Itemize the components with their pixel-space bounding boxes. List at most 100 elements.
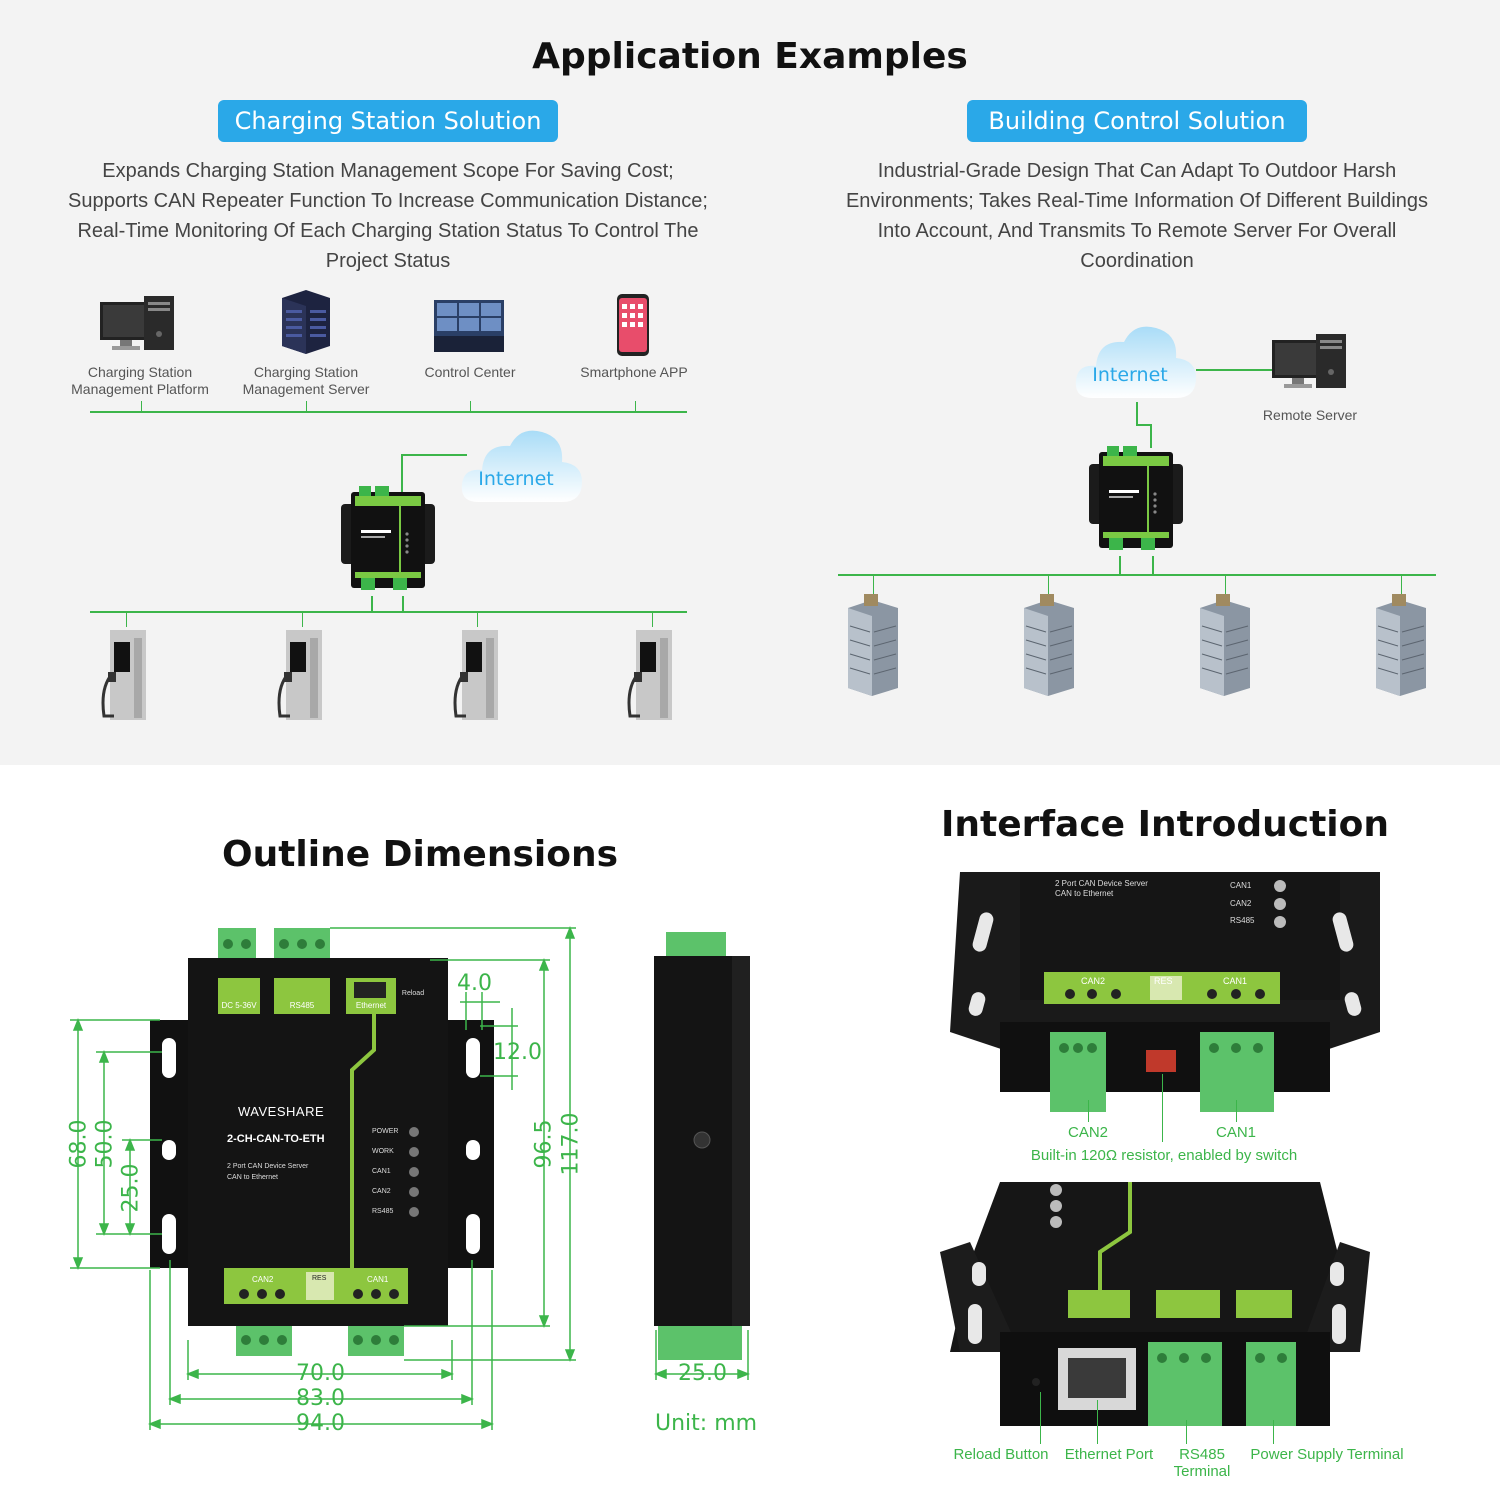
device-downlink [402,596,404,611]
node-label-line: Management Platform [71,381,209,397]
server-rack-icon [282,290,330,354]
callout-line [1040,1392,1041,1444]
dim-offset-12: 12.0 [493,1040,542,1065]
resistor-note: Built-in 120Ω resistor, enabled by switc… [1030,1147,1298,1164]
callout-line [1088,1100,1089,1122]
bus-tick [141,401,142,411]
device-model: 2-CH-CAN-TO-ETH [227,1133,325,1145]
photo-label-can2: CAN2 [1081,976,1106,986]
device-bottom-label-res: RES [312,1275,327,1282]
control-center-icon [434,300,504,352]
dim-width-70: 70.0 [296,1361,345,1386]
bus-tick [302,613,303,627]
bus-tick [1225,576,1226,594]
callout-line [1162,1074,1163,1142]
node-label-smartphone: Smartphone APP [554,364,714,381]
internet-cloud-icon [461,430,582,502]
internet-label: Internet [1092,364,1168,386]
caption-line: Terminal [1173,1463,1231,1480]
desktop-computer-icon [100,296,174,350]
bus-tick [126,613,127,627]
device-downlink [1152,556,1154,574]
node-label-line: Management Server [242,381,370,397]
device-top-label-dc: DC 5-36V [221,1001,257,1010]
device-top-label-reload: Reload [401,990,425,997]
led-label: CAN2 [372,1188,391,1195]
desc-line: Environments; Takes Real-Time Informatio… [845,190,1429,212]
device-uplink [1150,424,1152,448]
led-label: WORK [372,1148,394,1155]
can2-caption: CAN2 [1067,1124,1108,1141]
internet-label: Internet [478,468,554,490]
callout-line [1186,1420,1187,1444]
callout-line [1097,1400,1098,1444]
building-solution-tag: Building Control Solution [967,100,1307,142]
photo-label-res: RES [1154,976,1173,986]
building-bus [838,574,1436,576]
node-label-line: Control Center [424,364,516,380]
charging-solution-description: Expands Charging Station Management Scop… [30,156,746,276]
callout-line [1273,1420,1274,1444]
rs485-terminal-caption: RS485 Terminal [1164,1446,1240,1480]
device-sub2: CAN to Ethernet [227,1174,278,1181]
building-icon [1200,594,1250,696]
bus-tick [477,613,478,627]
dimension-lines [70,925,751,1430]
device-bottom-view-photo [940,1182,1370,1426]
device-top-label-rs485: RS485 [289,1001,315,1010]
dim-height-50: 50.0 [92,1119,118,1169]
bus-tick [470,401,471,411]
desc-line: Supports CAN Repeater Function To Increa… [68,190,708,212]
desc-line: Project Status [325,250,451,272]
node-label-platform: Charging Station Management Platform [60,364,220,398]
device-sub1: 2 Port CAN Device Server [227,1163,309,1170]
bus-tick [1048,576,1049,594]
dim-width-94: 94.0 [296,1411,345,1436]
bus-tick [1401,576,1402,594]
outline-dimensions-title: Outline Dimensions [221,834,619,875]
device-uplink [401,454,467,456]
photo-led-label: RS485 [1230,916,1255,925]
led-label: CAN1 [372,1168,391,1175]
desc-line: Expands Charging Station Management Scop… [102,160,674,182]
unit-label: Unit: mm [655,1411,758,1436]
charging-solution-tag: Charging Station Solution [218,100,558,142]
desktop-computer-icon [1272,334,1346,388]
bus-tick [652,613,653,627]
ev-charger-icon [277,630,322,720]
device-side-drawing [654,932,750,1360]
cloud-to-server-link [1196,369,1272,371]
application-examples-title: Application Examples [532,36,968,77]
building-icon [1376,594,1426,696]
dim-side-depth: 25.0 [678,1361,727,1386]
device-bottom-label-can1: CAN1 [367,1275,389,1284]
node-label-line: Charging Station [87,364,193,380]
ev-charger-icon [627,630,672,720]
led-label: RS485 [372,1208,394,1215]
remote-server-label: Remote Server [1262,407,1358,423]
node-label-line: Charging Station [253,364,359,380]
desc-line: Coordination [1080,250,1194,272]
device-uplink [1136,402,1138,424]
device-uplink [1136,424,1152,426]
led-label: POWER [372,1128,399,1135]
device-front-drawing [150,928,494,1356]
dim-height-96: 96.5 [531,1119,557,1169]
photo-led-label: CAN2 [1230,899,1252,908]
caption-line: RS485 [1179,1446,1225,1463]
can1-caption: CAN1 [1215,1124,1256,1141]
ethernet-port-caption: Ethernet Port [1064,1446,1154,1463]
bus-tick [306,401,307,411]
charging-bottom-bus [90,611,687,613]
dim-height-25: 25.0 [118,1163,144,1213]
dim-width-83: 83.0 [296,1386,345,1411]
can-to-eth-device-icon [1089,446,1183,550]
internet-cloud-icon [1075,326,1196,398]
node-label-line: Smartphone APP [580,364,688,380]
dim-height-117: 117.0 [558,1112,584,1176]
smartphone-icon [617,294,649,356]
device-downlink [371,596,373,611]
ev-charger-icon [453,630,498,720]
charging-top-bus [90,411,687,413]
node-label-server: Charging Station Management Server [226,364,386,398]
